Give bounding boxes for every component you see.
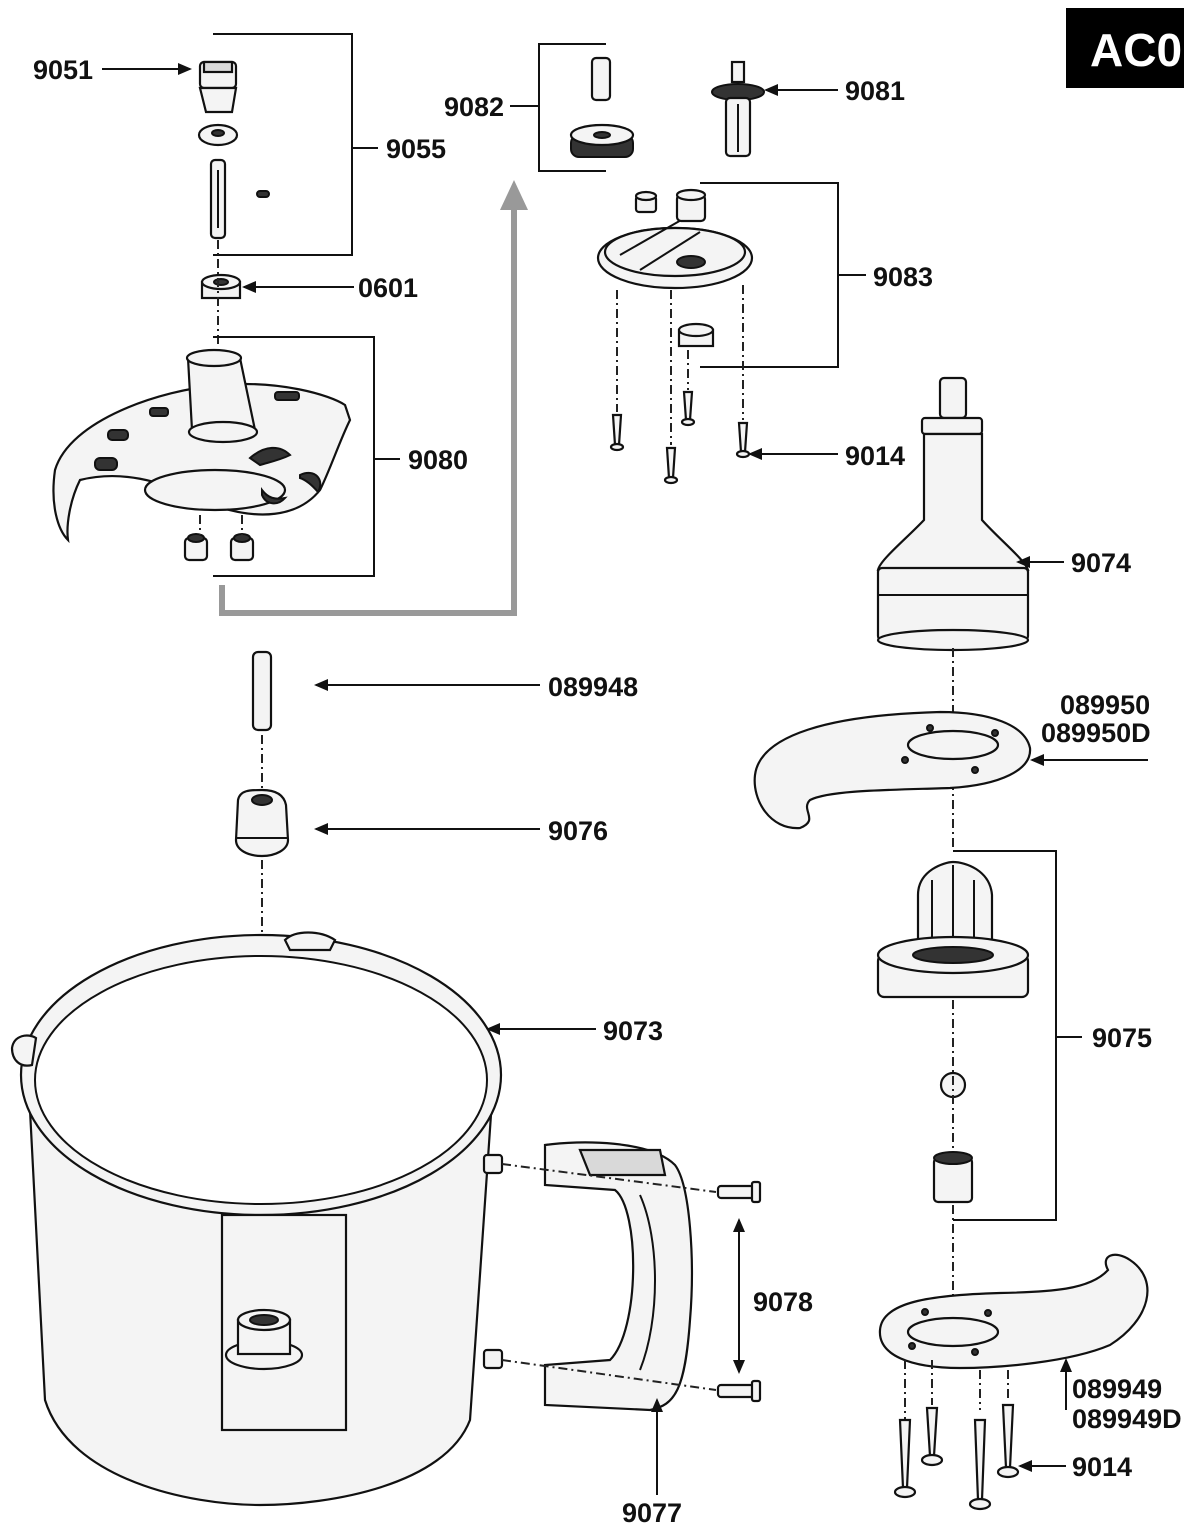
part-9075-hub xyxy=(876,860,1030,1204)
label-9081: 9081 xyxy=(845,76,905,106)
badge: AC0 xyxy=(1066,8,1184,88)
label-9075: 9075 xyxy=(1092,1023,1152,1053)
label-9014-bottom: 9014 xyxy=(1072,1452,1132,1482)
part-089950-blade xyxy=(753,710,1032,830)
part-9014-screws-top xyxy=(609,285,751,485)
part-pin xyxy=(256,190,270,198)
label-0601: 0601 xyxy=(358,273,418,303)
part-disc-studs xyxy=(183,533,255,562)
part-9014-screws-bottom xyxy=(893,1360,1020,1511)
part-089949-blade xyxy=(878,1253,1149,1370)
label-089949D: 089949D xyxy=(1072,1404,1182,1434)
label-089950D: 089950D xyxy=(1041,718,1151,748)
gray-arrow-head xyxy=(500,180,528,210)
part-089948-pin xyxy=(251,650,273,732)
label-9055: 9055 xyxy=(386,134,446,164)
label-9076: 9076 xyxy=(548,816,608,846)
part-9077-handle xyxy=(482,1141,693,1412)
part-9081-shaft xyxy=(711,60,765,158)
bracket-9082 xyxy=(538,43,606,172)
bracket-9080 xyxy=(213,336,375,577)
bracket-9075 xyxy=(953,850,1057,1221)
part-drive-shaft xyxy=(209,158,227,240)
label-9082: 9082 xyxy=(444,92,504,122)
badge-text: AC0 xyxy=(1090,24,1182,76)
label-9080: 9080 xyxy=(408,445,468,475)
label-9074: 9074 xyxy=(1071,548,1131,578)
part-9073-bowl xyxy=(10,931,503,1507)
label-9073: 9073 xyxy=(603,1016,663,1046)
label-9051: 9051 xyxy=(33,55,93,85)
label-9014-top: 9014 xyxy=(845,441,905,471)
part-9080-disc xyxy=(52,348,352,544)
gray-arrow-path xyxy=(219,200,517,616)
part-9076-bushing xyxy=(234,788,290,858)
bracket-9055 xyxy=(213,33,353,256)
part-9082-seal xyxy=(569,123,635,158)
label-089949: 089949 xyxy=(1072,1374,1162,1404)
label-9078: 9078 xyxy=(753,1287,813,1317)
part-0601-bearing xyxy=(200,273,242,300)
label-089948: 089948 xyxy=(548,672,638,702)
part-9083-lid xyxy=(596,188,754,348)
part-9082-pin xyxy=(590,56,612,102)
part-9074-bell xyxy=(876,376,1030,652)
part-9051-drive-coupling xyxy=(198,60,238,114)
part-9078-screws xyxy=(716,1180,762,1403)
label-9077: 9077 xyxy=(622,1498,682,1528)
label-089950: 089950 xyxy=(1060,690,1150,720)
label-9083: 9083 xyxy=(873,262,933,292)
part-washer-hole xyxy=(211,129,225,137)
